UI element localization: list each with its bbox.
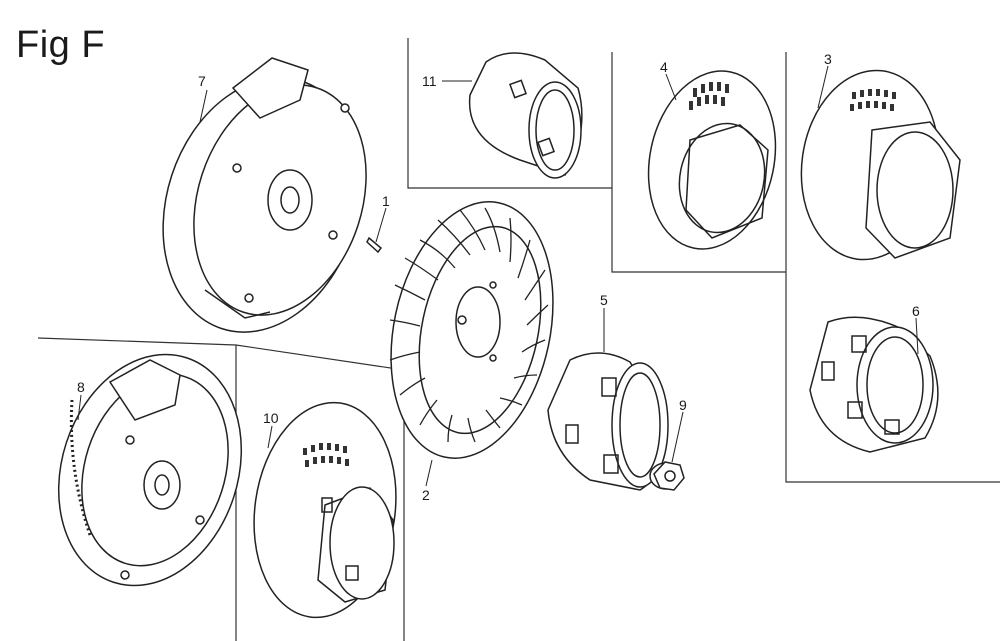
part-10-pulley-cup [253,401,397,619]
callout-10: 10 [263,410,279,426]
part-8-flywheel-ring-gear [57,353,243,587]
part-4-pulley-cup [647,70,777,250]
part-2-flywheel [389,201,554,459]
callout-1: 1 [382,193,390,209]
part-6-fan-insert [809,316,939,453]
callout-4: 4 [660,59,668,75]
callout-2: 2 [422,487,430,503]
part-7-flywheel-ring [162,57,367,333]
callout-8: 8 [77,379,85,395]
part-9-nut [649,461,685,491]
part-1-key [366,236,383,254]
callout-labels: 7 11 4 3 1 5 6 8 9 10 2 [77,51,920,503]
callout-6: 6 [912,303,920,319]
separator-lines [37,38,1000,641]
part-3-pulley-cup [800,69,961,261]
leader-lines [77,65,919,487]
figure-title: Fig F [16,24,106,66]
callout-5: 5 [600,292,608,308]
part-11-cup [468,52,583,179]
part-5-cooling-fan [547,352,669,491]
callout-9: 9 [679,397,687,413]
callout-7: 7 [198,73,206,89]
callout-11: 11 [422,73,437,89]
callout-3: 3 [824,51,832,67]
